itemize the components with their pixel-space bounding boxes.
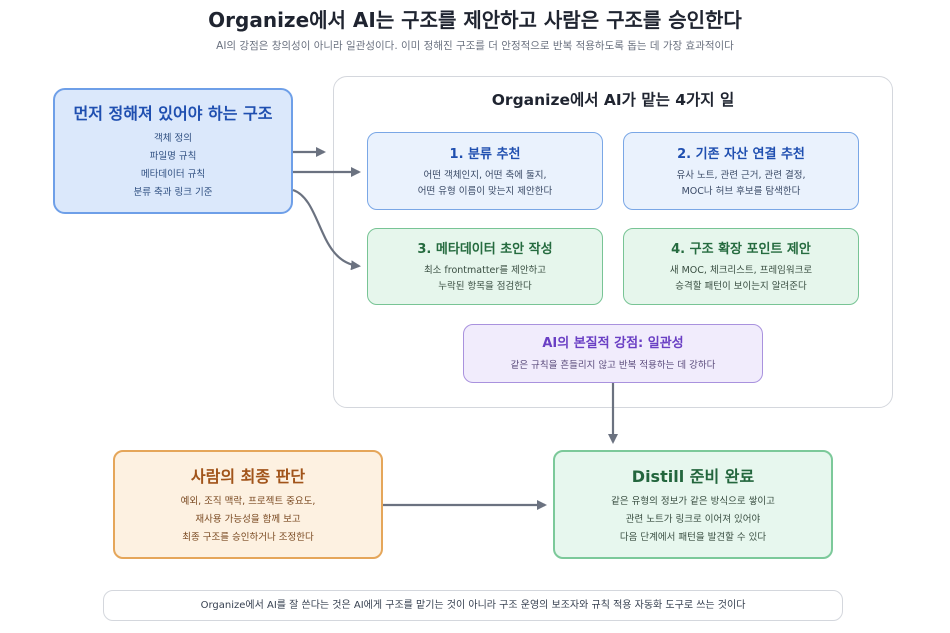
task-card-line: 승격할 패턴이 보이는지 알려준다 bbox=[675, 281, 807, 292]
task-card-line: MOC나 허브 후보를 탐색한다 bbox=[681, 185, 801, 197]
human-judgement-line: 최종 구조를 승인하거나 조정한다 bbox=[182, 531, 314, 543]
task-card-title: 4. 구조 확장 포인트 제안 bbox=[671, 242, 811, 257]
prereq-line: 메타데이터 규칙 bbox=[140, 169, 206, 180]
distill-ready-line: 관련 노트가 링크로 이어져 있어야 bbox=[625, 513, 761, 525]
arrow-prereq-to-metadata bbox=[292, 188, 361, 271]
task-card-line: 유사 노트, 관련 근거, 관련 결정, bbox=[676, 169, 806, 181]
ai-strength-title: AI의 본질적 강점: 일관성 bbox=[542, 336, 684, 351]
prereq-structure-box: 먼저 정해져 있어야 하는 구조 객체 정의 파일명 규칙 메타데이터 규칙 분… bbox=[53, 88, 293, 214]
prereq-line: 파일명 규칙 bbox=[149, 151, 197, 162]
human-judgement-title: 사람의 최종 판단 bbox=[190, 466, 306, 486]
task-card-line: 어떤 유형 이름이 맞는지 제안한다 bbox=[417, 185, 553, 197]
page-subtitle: AI의 강점은 창의성이 아니라 일관성이다. 이미 정해진 구조를 더 안정적… bbox=[216, 40, 734, 52]
human-judgement-box: 사람의 최종 판단 예외, 조직 맥락, 프로젝트 중요도, 재사용 가능성을 … bbox=[113, 450, 383, 559]
ai-strength-box: AI의 본질적 강점: 일관성 같은 규칙을 흔들리지 않고 반복 적용하는 데… bbox=[463, 324, 763, 383]
task-card-title: 3. 메타데이터 초안 작성 bbox=[417, 242, 553, 257]
human-judgement-line: 재사용 가능성을 함께 보고 bbox=[195, 513, 301, 525]
prereq-title: 먼저 정해져 있어야 하는 구조 bbox=[73, 104, 273, 123]
task-card-line: 어떤 객체인지, 어떤 축에 둘지, bbox=[423, 169, 547, 181]
distill-ready-line: 같은 유형의 정보가 같은 방식으로 쌓이고 bbox=[611, 495, 775, 507]
prereq-line: 객체 정의 bbox=[154, 133, 192, 144]
footer-summary: Organize에서 AI를 잘 쓴다는 것은 AI에게 구조를 맡기는 것이 … bbox=[103, 590, 843, 621]
distill-ready-line: 다음 단계에서 패턴을 발견할 수 있다 bbox=[619, 531, 767, 543]
ai-tasks-panel-title: Organize에서 AI가 맡는 4가지 일 bbox=[491, 91, 735, 109]
task-card-metadata: 3. 메타데이터 초안 작성 최소 frontmatter를 제안하고 누락된 … bbox=[367, 228, 603, 305]
task-card-title: 2. 기존 자산 연결 추천 bbox=[677, 146, 805, 162]
task-card-line: 누락된 항목을 점검한다 bbox=[438, 281, 532, 292]
distill-ready-title: Distill 준비 완료 bbox=[631, 466, 755, 486]
distill-ready-box: Distill 준비 완료 같은 유형의 정보가 같은 방식으로 쌓이고 관련 … bbox=[553, 450, 833, 559]
task-card-line: 새 MOC, 체크리스트, 프레임워크로 bbox=[669, 265, 813, 276]
ai-strength-line: 같은 규칙을 흔들리지 않고 반복 적용하는 데 강하다 bbox=[510, 360, 716, 371]
task-card-extension: 4. 구조 확장 포인트 제안 새 MOC, 체크리스트, 프레임워크로 승격할… bbox=[623, 228, 859, 305]
task-card-link-assets: 2. 기존 자산 연결 추천 유사 노트, 관련 근거, 관련 결정, MOC나… bbox=[623, 132, 859, 210]
page-title: Organize에서 AI는 구조를 제안하고 사람은 구조를 승인한다 bbox=[208, 8, 742, 32]
task-card-title: 1. 분류 추천 bbox=[449, 146, 521, 162]
prereq-line: 분류 축과 링크 기준 bbox=[133, 187, 213, 198]
task-card-classify: 1. 분류 추천 어떤 객체인지, 어떤 축에 둘지, 어떤 유형 이름이 맞는… bbox=[367, 132, 603, 210]
task-card-line: 최소 frontmatter를 제안하고 bbox=[423, 265, 547, 276]
human-judgement-line: 예외, 조직 맥락, 프로젝트 중요도, bbox=[180, 495, 316, 507]
